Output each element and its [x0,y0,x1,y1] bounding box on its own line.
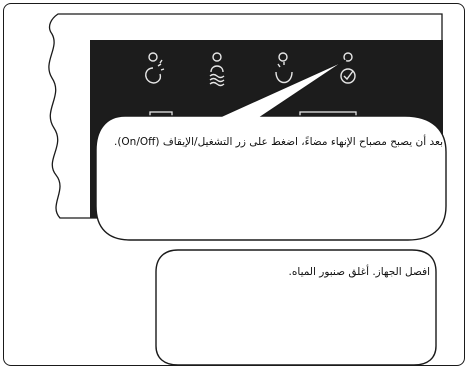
callout-bubble-2 [155,249,437,366]
indicator-lamp-2 [212,52,222,62]
callout-text-2: افصل الجهاز. أغلق صنبور المياه. [288,266,430,278]
dry-icon [275,62,293,84]
callout-text-1: بعد أن يصبح مصباح الإنهاء مضاءً، اضغط عل… [113,136,443,148]
steam-icon [145,59,165,84]
wave-icon [209,65,225,87]
callout-bubble-1 [95,59,447,241]
finish-icon [340,68,356,84]
indicator-lamp-1 [148,52,158,62]
indicator-lamp-3 [278,52,288,62]
indicator-lamp-4 [343,52,353,62]
